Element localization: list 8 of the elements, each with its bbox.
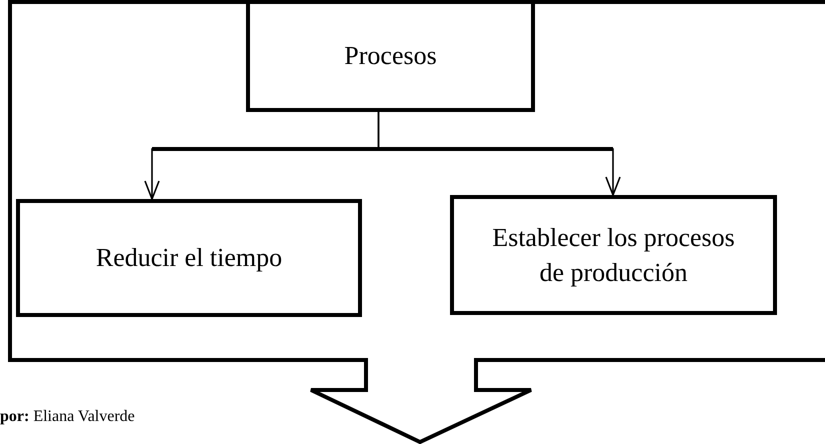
process-box [16, 199, 362, 317]
connector-arrow [378, 112, 621, 196]
process-box [450, 195, 777, 315]
box-text: Reducir el tiempo [96, 242, 282, 274]
box-text: Establecer los procesos de producción [491, 222, 736, 289]
box-text: Procesos [344, 40, 437, 72]
bus-line [152, 147, 613, 151]
author-note: por: Eliana Valverde [0, 408, 135, 426]
